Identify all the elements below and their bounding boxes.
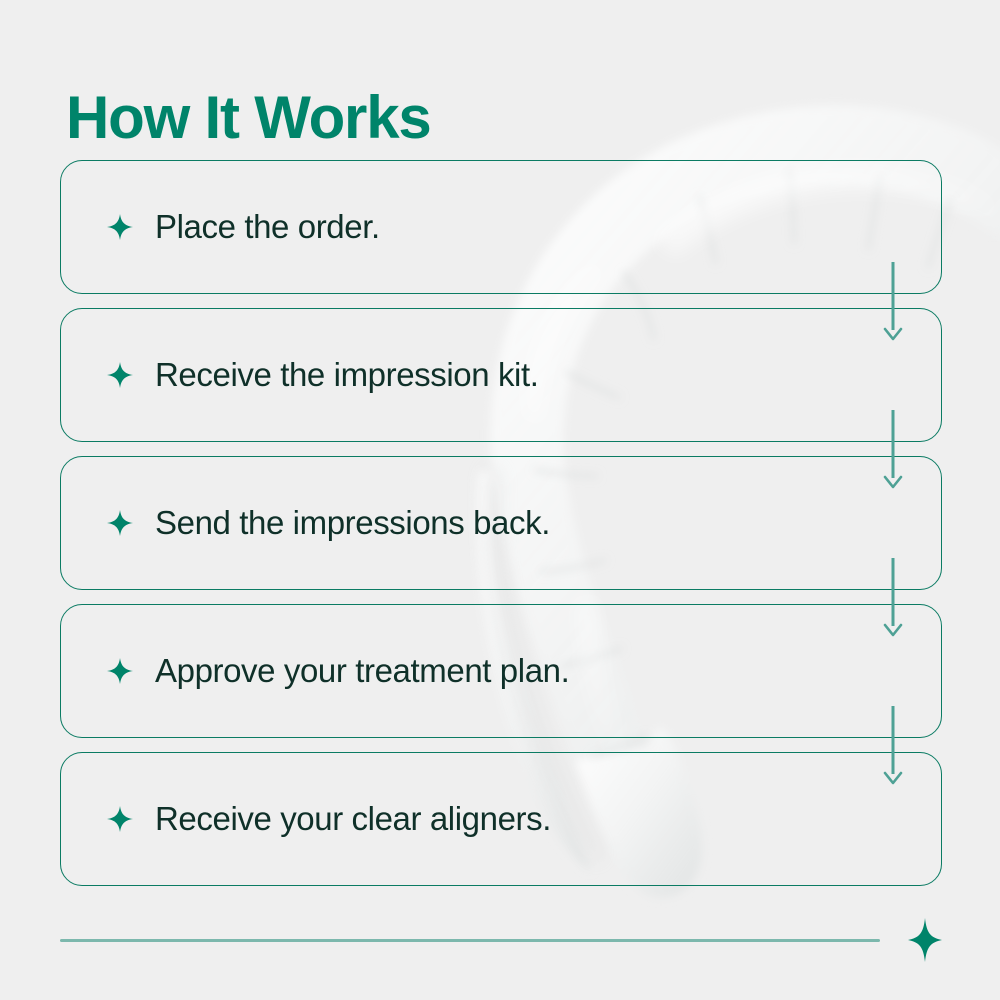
- sparkle-icon: [107, 214, 133, 240]
- sparkle-icon: [107, 362, 133, 388]
- sparkle-icon: [107, 658, 133, 684]
- steps-list: Place the order. Receive the impression …: [60, 160, 942, 886]
- step-label: Approve your treatment plan.: [155, 652, 570, 689]
- step-card-3[interactable]: Send the impressions back.: [60, 456, 942, 590]
- step-card-5[interactable]: Receive your clear aligners.: [60, 752, 942, 886]
- step-card-4[interactable]: Approve your treatment plan.: [60, 604, 942, 738]
- divider-line: [60, 938, 880, 942]
- step-card-2[interactable]: Receive the impression kit.: [60, 308, 942, 442]
- sparkle-icon: [107, 806, 133, 832]
- footer: [60, 918, 942, 962]
- sparkle-icon: [908, 918, 942, 962]
- page-title: How It Works: [66, 84, 432, 152]
- step-label: Send the impressions back.: [155, 504, 550, 541]
- step-label: Receive the impression kit.: [155, 356, 539, 393]
- step-label: Receive your clear aligners.: [155, 800, 551, 837]
- step-card-1[interactable]: Place the order.: [60, 160, 942, 294]
- step-label: Place the order.: [155, 208, 380, 245]
- sparkle-icon: [107, 510, 133, 536]
